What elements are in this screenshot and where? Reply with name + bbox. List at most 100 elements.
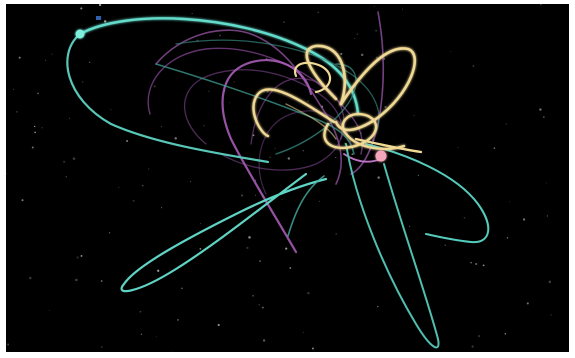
blue-small-marker	[96, 16, 101, 20]
star	[508, 201, 510, 203]
magenta-trail-3	[184, 69, 343, 171]
star	[219, 34, 221, 37]
cyan-trail-right-hook	[365, 143, 490, 244]
star	[132, 199, 135, 202]
star	[140, 333, 143, 335]
star	[402, 8, 404, 10]
star	[505, 123, 507, 125]
star	[266, 90, 269, 93]
star	[463, 216, 466, 219]
star	[177, 318, 179, 321]
star	[307, 100, 309, 102]
star	[126, 139, 129, 143]
magenta-trail-1	[155, 29, 342, 185]
n-body-simulation-canvas[interactable]	[6, 4, 569, 352]
cyan-trail-main	[78, 17, 360, 116]
star	[72, 157, 76, 160]
star	[103, 20, 107, 23]
cyan-trail-long-drop	[345, 143, 440, 349]
cyan-trail-group	[66, 17, 490, 349]
star	[285, 247, 288, 250]
star	[141, 184, 144, 187]
star	[31, 146, 34, 149]
star	[550, 314, 552, 316]
yellow-loop-small	[293, 61, 332, 94]
pink-body-marker[interactable]	[375, 150, 387, 162]
magenta-trail-5	[250, 77, 345, 145]
star	[526, 302, 529, 305]
star	[15, 110, 18, 113]
star	[18, 56, 21, 59]
star	[354, 38, 356, 40]
star	[543, 116, 545, 118]
star	[108, 232, 111, 234]
star	[540, 4, 542, 6]
star	[261, 306, 264, 309]
star	[375, 29, 377, 32]
star	[241, 194, 243, 197]
yellow-trail-group	[252, 44, 423, 154]
star	[13, 88, 15, 90]
cyan-trail-short	[287, 175, 325, 237]
star	[302, 150, 304, 152]
star	[356, 33, 359, 35]
star	[252, 294, 254, 297]
star	[68, 117, 70, 119]
star	[29, 276, 32, 280]
star	[155, 336, 157, 338]
star	[340, 52, 343, 55]
star	[199, 248, 202, 250]
cyan-trail-upper-arc	[175, 39, 380, 133]
star	[190, 181, 192, 183]
star	[217, 323, 220, 327]
star	[475, 262, 478, 266]
star	[259, 260, 261, 262]
star	[482, 264, 485, 267]
star	[48, 310, 50, 312]
magenta-trail-4	[221, 59, 313, 254]
star	[101, 346, 103, 348]
star	[118, 186, 120, 189]
star	[457, 146, 459, 148]
star	[413, 114, 415, 116]
yellow-loop-center	[323, 112, 406, 151]
star	[546, 215, 549, 217]
star	[444, 244, 446, 246]
star	[76, 256, 79, 259]
star	[317, 11, 319, 14]
star	[417, 174, 420, 176]
star	[408, 225, 411, 228]
cyan-trail-main-return	[66, 32, 270, 164]
orbit-scene	[6, 4, 552, 352]
star	[33, 125, 36, 128]
star	[548, 280, 552, 284]
star	[384, 105, 387, 109]
star	[255, 194, 256, 196]
star	[199, 222, 201, 224]
star	[262, 339, 266, 342]
star	[80, 254, 83, 257]
star	[45, 59, 47, 61]
star	[504, 333, 507, 335]
magenta-trail-2	[147, 47, 363, 155]
star	[377, 176, 380, 179]
star	[110, 109, 112, 111]
star	[246, 246, 249, 249]
star	[470, 261, 472, 264]
star	[208, 90, 210, 92]
star	[34, 131, 36, 134]
star	[258, 303, 261, 306]
star	[81, 81, 84, 83]
star	[377, 305, 379, 308]
cyan-trail-mid-1	[155, 63, 355, 155]
star	[63, 160, 66, 163]
star	[471, 345, 474, 348]
star	[171, 351, 173, 352]
cyan-body-marker[interactable]	[75, 29, 85, 39]
star	[335, 233, 338, 235]
star	[287, 157, 290, 160]
star	[233, 80, 235, 83]
star	[139, 310, 142, 313]
star	[335, 157, 337, 158]
